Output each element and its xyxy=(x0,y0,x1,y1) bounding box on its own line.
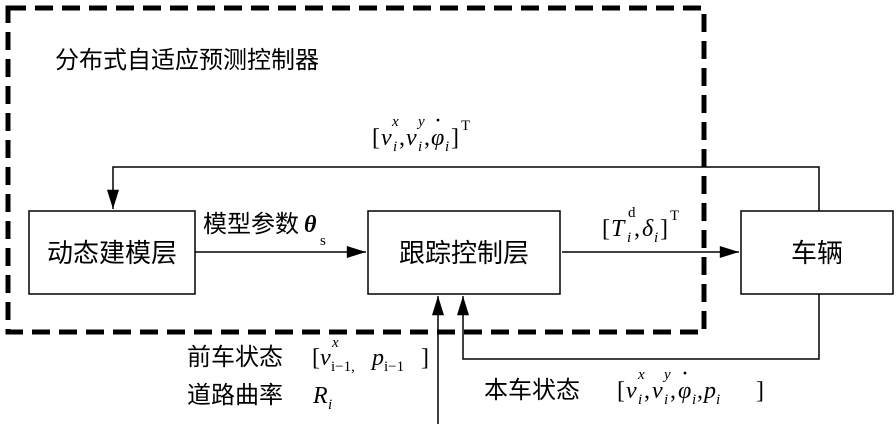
controller-title: 分布式自适应预测控制器 xyxy=(55,46,319,74)
block-dynamic-modeling-label: 动态建模层 xyxy=(47,239,177,269)
controller-boundary xyxy=(5,5,707,335)
label-ego-state: 本车状态 [ v i x , v i y , φ · i , p i ] xyxy=(484,357,764,410)
block-tracking-control: 跟踪控制层 xyxy=(367,210,561,295)
label-control-output: [ T i d , δ i ] T xyxy=(602,197,679,248)
block-vehicle-label: 车辆 xyxy=(791,239,843,269)
label-road-curvature: 道路曲率 R i xyxy=(187,381,335,413)
block-vehicle: 车辆 xyxy=(740,210,894,295)
arrow-feedback-top xyxy=(107,166,820,211)
label-feedback-top: [ v i x , v i y , φ · i ] T xyxy=(372,106,470,157)
block-tracking-control-label: 跟踪控制层 xyxy=(399,239,529,269)
label-model-params: 模型参数 θ s xyxy=(203,210,326,249)
label-preceding-state: 前车状态 [ v x i−1, p i−1 ] xyxy=(187,325,429,377)
arrow-ego-state xyxy=(457,294,820,360)
block-dynamic-modeling: 动态建模层 xyxy=(28,210,196,295)
